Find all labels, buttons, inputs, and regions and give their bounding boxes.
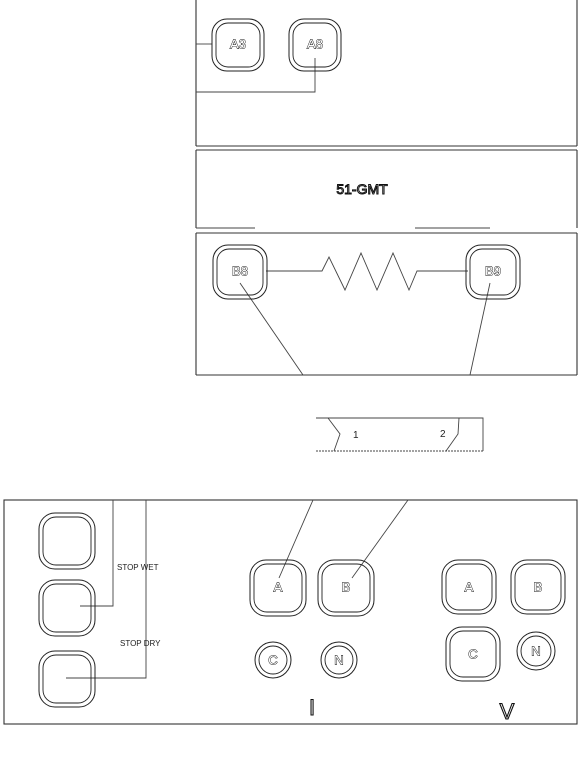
voltage-terminal-b-label: B xyxy=(534,580,543,595)
wire-a8 xyxy=(196,58,316,93)
device-label: 51-GMT xyxy=(336,181,388,197)
terminal-b9-label: B9 xyxy=(485,264,501,279)
bottom-panel: STOP WET STOP DRY A B C xyxy=(3,499,578,725)
voltage-terminal-c-outer xyxy=(445,626,501,682)
terminal-a8-label: A8 xyxy=(307,37,323,52)
voltage-terminal-n-outer xyxy=(516,631,556,671)
connector-pin-2-mark xyxy=(445,417,460,452)
current-terminal-a[interactable]: A xyxy=(249,559,307,617)
stop-terminal-1-outer xyxy=(38,512,96,570)
voltage-terminal-c-label: C xyxy=(468,647,477,662)
connector-body xyxy=(316,417,484,451)
terminal-b8[interactable]: B8 xyxy=(212,244,268,300)
wire-stop-wet xyxy=(80,500,114,607)
wire-stop-dry xyxy=(66,500,147,679)
terminal-a3-outer xyxy=(211,18,265,72)
terminal-a8-inner xyxy=(292,22,338,68)
terminal-b8-inner xyxy=(216,248,264,296)
current-terminal-c[interactable]: C xyxy=(254,641,292,679)
terminal-a3-label: A3 xyxy=(230,37,246,52)
current-terminal-n-label: N xyxy=(334,653,343,668)
voltage-terminal-b-outer xyxy=(510,559,566,615)
voltage-terminal-b-inner xyxy=(514,563,562,611)
voltage-terminal-n-label: N xyxy=(531,644,540,659)
current-terminal-a-outer xyxy=(249,559,307,617)
terminal-a8[interactable]: A8 xyxy=(288,18,342,72)
connector-pin-1-mark xyxy=(327,417,341,452)
terminal-b9-outer xyxy=(465,244,521,300)
voltage-terminal-a-inner xyxy=(445,563,493,611)
terminal-a8-outer xyxy=(288,18,342,72)
current-terminal-b-label: B xyxy=(342,580,351,595)
stop-terminal-2[interactable] xyxy=(38,579,96,637)
resistor-symbol xyxy=(266,251,468,292)
current-terminal-c-outer xyxy=(254,641,292,679)
connector: 1 2 xyxy=(316,417,484,452)
current-terminal-a-label: A xyxy=(274,580,283,595)
wire-b8-down xyxy=(239,282,304,376)
resistor-panel: B8 B9 xyxy=(195,232,578,376)
stop-terminal-3-inner xyxy=(42,654,92,704)
current-terminal-b-outer xyxy=(317,559,375,617)
terminal-a3[interactable]: A3 xyxy=(211,18,265,72)
terminal-b9[interactable]: B9 xyxy=(465,244,521,300)
stop-terminal-2-inner xyxy=(42,583,92,633)
wire-pin2-to-b xyxy=(351,499,409,579)
voltage-terminal-a[interactable]: A xyxy=(441,559,497,615)
top-panel: A3 A8 xyxy=(195,0,578,147)
voltage-group-label: V xyxy=(500,699,515,724)
current-terminal-b[interactable]: B xyxy=(317,559,375,617)
voltage-terminal-a-outer xyxy=(441,559,497,615)
voltage-terminal-n[interactable]: N xyxy=(516,631,556,671)
current-terminal-c-label: C xyxy=(268,653,277,668)
current-terminal-n-outer xyxy=(320,641,358,679)
current-terminal-c-inner xyxy=(258,645,288,675)
wire-pin1-to-a xyxy=(278,499,314,579)
stop-terminal-1-inner xyxy=(42,516,92,566)
voltage-terminal-n-inner xyxy=(520,635,552,667)
current-terminal-n[interactable]: N xyxy=(320,641,358,679)
stop-terminal-3-outer xyxy=(38,650,96,708)
voltage-terminal-c-inner xyxy=(449,630,497,678)
current-terminal-a-inner xyxy=(253,563,303,613)
stop-wet-label: STOP WET xyxy=(117,563,159,572)
connector-pin-2-label: 2 xyxy=(440,429,446,440)
bottom-panel-border xyxy=(3,499,578,725)
voltage-terminal-b[interactable]: B xyxy=(510,559,566,615)
device-panel: 51-GMT xyxy=(195,149,578,229)
current-terminal-b-inner xyxy=(321,563,371,613)
voltage-terminal-c[interactable]: C xyxy=(445,626,501,682)
connector-pin-1-label: 1 xyxy=(353,430,359,441)
terminal-b8-label: B8 xyxy=(232,264,248,279)
stop-terminal-3[interactable] xyxy=(38,650,96,708)
current-terminal-n-inner xyxy=(324,645,354,675)
current-group-label: I xyxy=(309,695,315,720)
terminal-a3-inner xyxy=(215,22,261,68)
voltage-terminal-a-label: A xyxy=(465,580,474,595)
wire-b9-down xyxy=(469,282,491,376)
stop-dry-label: STOP DRY xyxy=(120,639,161,648)
stop-terminal-1[interactable] xyxy=(38,512,96,570)
terminal-b8-outer xyxy=(212,244,268,300)
terminal-b9-inner xyxy=(469,248,517,296)
stop-terminal-2-outer xyxy=(38,579,96,637)
